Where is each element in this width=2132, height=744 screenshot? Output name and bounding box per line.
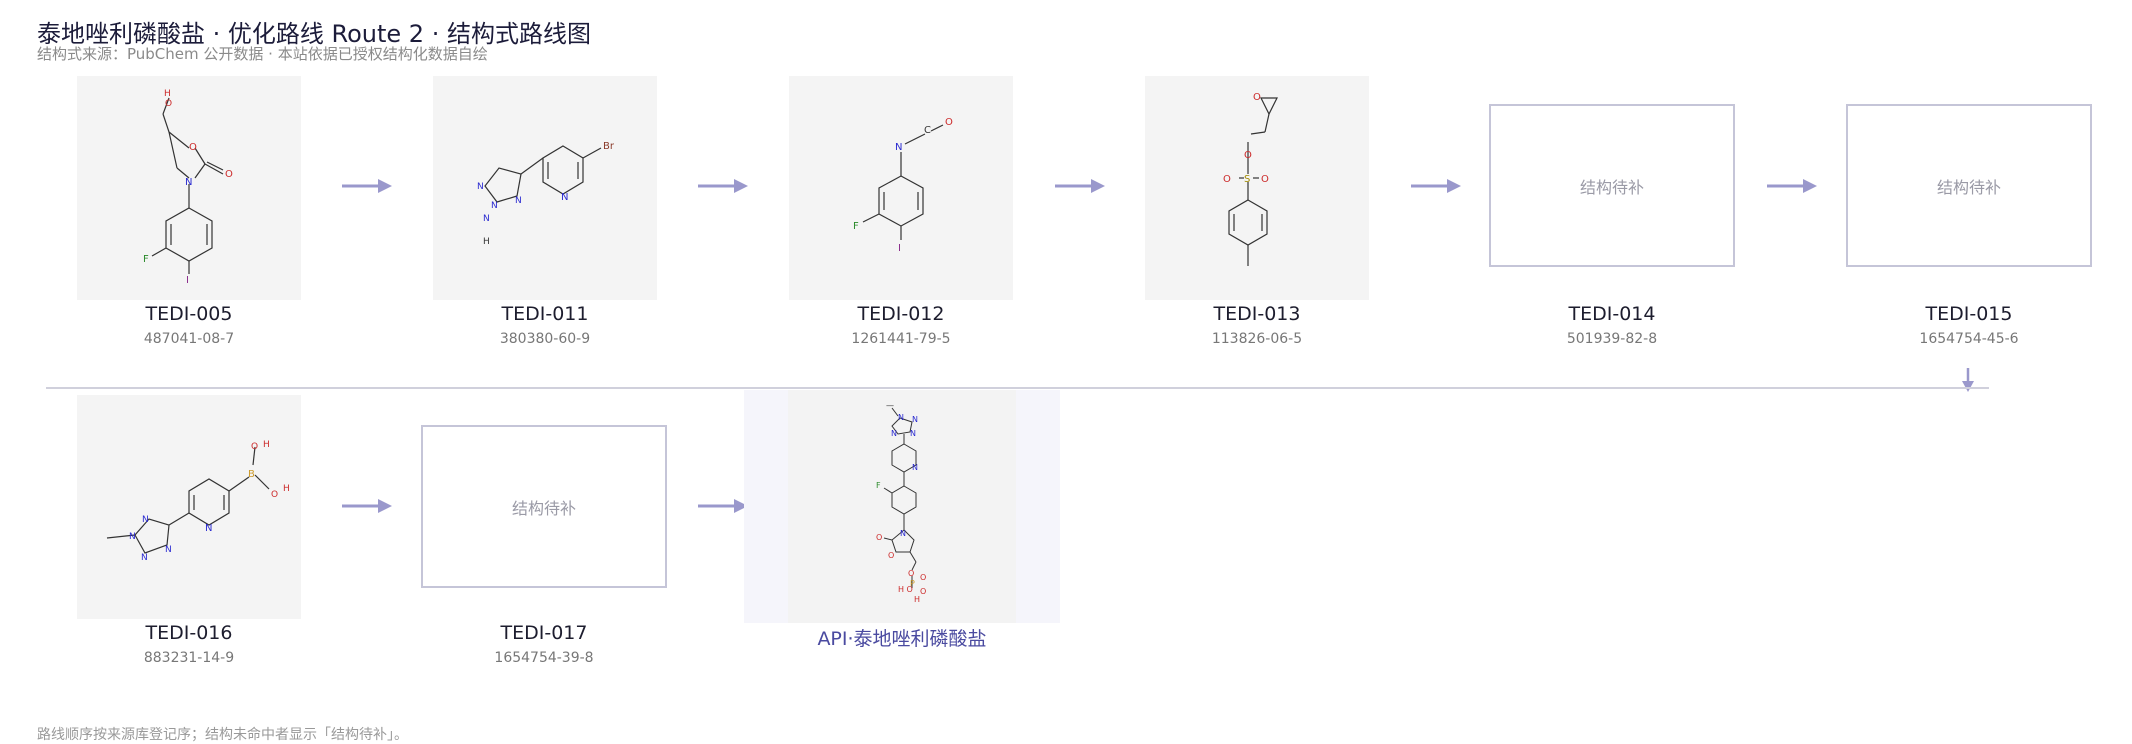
arrow-right-icon [1767,177,1817,195]
svg-text:H: H [283,484,290,494]
svg-text:F: F [143,254,149,265]
cas-number: 380380-60-9 [433,331,657,347]
cas-number: 883231-14-9 [77,650,301,666]
svg-text:H: H [914,595,920,604]
svg-text:O: O [251,442,258,452]
svg-text:N: N [185,177,192,188]
svg-text:O: O [920,573,926,582]
structure-image: N C O F I [789,76,1013,300]
cas-number: 113826-06-5 [1145,331,1369,347]
arrow-right-icon [698,497,748,515]
svg-text:O: O [888,551,894,560]
svg-text:N: N [898,413,904,422]
svg-text:N: N [165,545,172,555]
svg-text:O: O [945,117,953,128]
footnote: 路线顺序按来源库登记序；结构未命中者显示「结构待补」。 [37,724,408,744]
svg-text:N: N [895,142,902,153]
arrow-right-icon [698,177,748,195]
svg-text:O: O [1244,150,1252,161]
svg-text:O: O [1253,92,1261,103]
compound-code: TEDI-013 [1145,303,1369,325]
arrow-down-icon [1960,368,1976,394]
svg-text:N: N [491,201,498,211]
svg-text:Br: Br [603,141,615,152]
svg-text:N: N [205,523,212,534]
structure-placeholder: 结构待补 [421,425,667,588]
api-label: API·泰地唑利磷酸盐 [744,624,1060,651]
arrow-right-icon [1055,177,1105,195]
svg-text:N: N [561,192,568,203]
svg-text:N: N [142,515,149,525]
api-card[interactable]: — N N N N N F N O O O P O H O O H [744,390,1060,623]
compound-code: TEDI-014 [1489,303,1735,325]
compound-code: TEDI-012 [789,303,1013,325]
api-structure-image: — N N N N N F N O O O P O H O O H [788,390,1016,623]
structure-placeholder: 结构待补 [1489,104,1735,267]
svg-text:H O: H O [898,585,913,594]
svg-text:N: N [141,553,148,563]
compound-code: TEDI-016 [77,622,301,644]
svg-text:H: H [263,440,270,450]
row-divider [46,387,1989,389]
svg-text:O: O [908,569,914,578]
svg-text:C: C [924,125,931,136]
svg-text:—: — [886,401,894,410]
svg-text:N: N [515,196,522,206]
structure-image: H O O O N F I [77,76,301,300]
arrow-right-icon [342,497,392,515]
page-subtitle: 结构式来源：PubChem 公开数据 · 本站依据已授权结构化数据自绘 [37,43,488,64]
svg-text:O: O [189,142,197,153]
compound-code: TEDI-015 [1846,303,2092,325]
svg-text:F: F [876,481,881,490]
svg-text:N: N [891,429,897,438]
cas-number: 1261441-79-5 [789,331,1013,347]
svg-text:N: N [483,214,490,224]
svg-text:O: O [225,169,233,180]
svg-text:O: O [1223,174,1231,185]
svg-text:H: H [164,89,171,99]
svg-text:O: O [165,99,172,109]
svg-text:N: N [912,463,918,472]
svg-text:O: O [876,533,882,542]
svg-text:N: N [910,429,916,438]
compound-code: TEDI-005 [77,303,301,325]
svg-text:N: N [912,415,918,424]
svg-text:O: O [1261,174,1269,185]
arrow-right-icon [342,177,392,195]
structure-image: O H B O H N N N N N [77,395,301,619]
structure-image: O O O S O [1145,76,1369,300]
compound-code: TEDI-017 [421,622,667,644]
svg-text:N: N [900,529,906,538]
svg-text:B: B [248,469,255,480]
compound-code: TEDI-011 [433,303,657,325]
svg-text:I: I [898,243,901,254]
svg-text:N: N [129,532,136,542]
svg-text:S: S [1244,174,1250,185]
cas-number: 1654754-39-8 [421,650,667,666]
svg-text:O: O [271,490,278,500]
structure-placeholder: 结构待补 [1846,104,2092,267]
structure-image: Br N N N N N H [433,76,657,300]
cas-number: 487041-08-7 [77,331,301,347]
svg-text:N: N [477,182,484,192]
cas-number: 501939-82-8 [1489,331,1735,347]
arrow-right-icon [1411,177,1461,195]
svg-text:H: H [483,237,490,247]
svg-text:O: O [920,587,926,596]
svg-text:I: I [186,275,189,286]
svg-text:F: F [853,221,859,232]
cas-number: 1654754-45-6 [1846,331,2092,347]
